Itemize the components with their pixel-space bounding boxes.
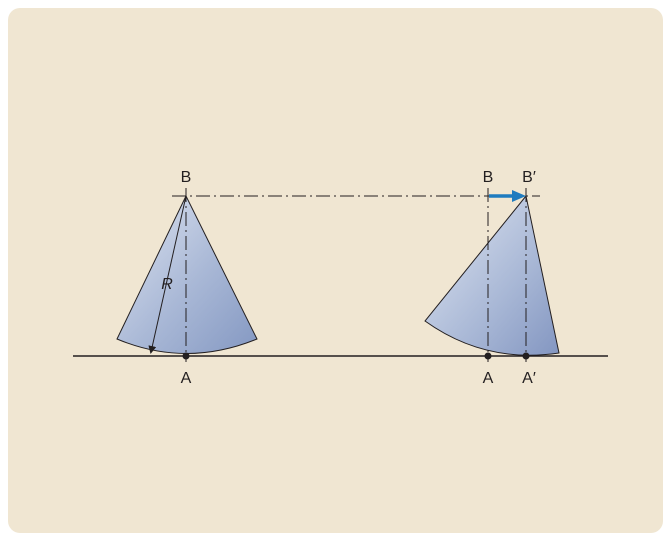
right-point-a: [484, 352, 492, 360]
label-right-a-prime: A′: [522, 370, 536, 387]
label-left-b: B: [181, 169, 192, 186]
label-right-b: B: [483, 169, 494, 186]
diagram-panel: [8, 8, 663, 533]
left-cone-sector: [116, 194, 258, 354]
label-right-a: A: [483, 370, 494, 387]
radius-arrow: [148, 195, 187, 354]
label-right-b-prime: B′: [522, 169, 536, 186]
label-left-a: A: [181, 370, 192, 387]
right-point-a-prime: [522, 352, 530, 360]
displacement-arrow-head: [512, 190, 526, 202]
left-point-a: [182, 352, 190, 360]
label-radius: R: [161, 276, 173, 293]
right-cone-sector: [424, 194, 560, 356]
